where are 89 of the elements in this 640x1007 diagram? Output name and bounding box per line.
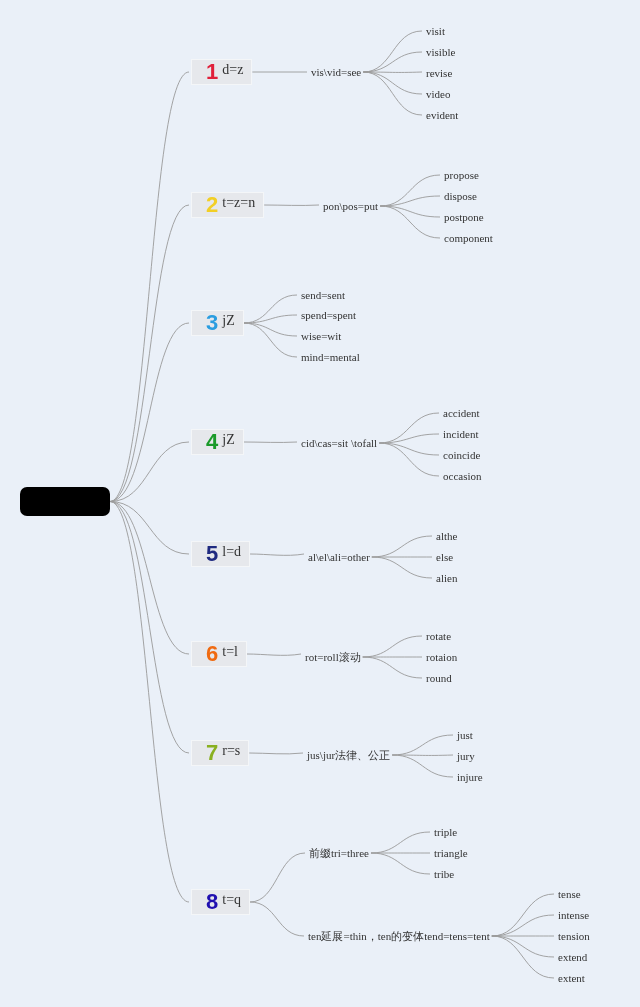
branch-label: t=l xyxy=(222,644,238,660)
word-label: visible xyxy=(424,44,458,60)
connector-line xyxy=(391,754,454,778)
connector-line xyxy=(248,752,304,755)
word-label: extend xyxy=(556,949,590,965)
word-label: video xyxy=(424,86,453,102)
root-box xyxy=(20,487,110,516)
branch-box xyxy=(191,429,244,455)
connector-line xyxy=(249,553,305,556)
connector-line xyxy=(379,205,441,239)
word-label: rotaion xyxy=(424,649,460,665)
word-label: propose xyxy=(442,167,481,183)
topic-label: rot=roll滚动 xyxy=(303,649,363,665)
word-label: postpone xyxy=(442,209,486,225)
branch-label: l=d xyxy=(222,544,242,560)
connector-line xyxy=(362,656,423,679)
connector-line xyxy=(109,501,190,903)
connector-line xyxy=(491,935,555,958)
topic-label: vis\vid=see xyxy=(309,64,364,80)
connector-line xyxy=(362,71,423,116)
word-label: visit xyxy=(424,23,447,39)
branch-number: 3 xyxy=(206,312,219,334)
word-label: triangle xyxy=(432,845,470,861)
branch-number: 4 xyxy=(206,431,219,453)
word-label: tribe xyxy=(432,866,457,882)
word-label: mind=mental xyxy=(299,349,362,365)
word-label: althe xyxy=(434,528,460,544)
word-label: triple xyxy=(432,824,460,840)
word-label: tense xyxy=(556,886,583,902)
word-label: round xyxy=(424,670,454,686)
connector-line xyxy=(263,204,320,206)
topic-label: 前缀tri=three xyxy=(307,845,371,861)
topic-label: cid\cas=sit \tofall xyxy=(299,435,380,451)
word-label: component xyxy=(442,230,495,246)
connector-line xyxy=(371,556,433,579)
branch-number: 2 xyxy=(206,194,219,216)
branch-label: d=z xyxy=(222,62,244,78)
connector-line xyxy=(243,322,298,337)
branch-box xyxy=(191,192,265,218)
branch-box xyxy=(191,59,253,85)
connector-line xyxy=(243,322,298,358)
word-label: else xyxy=(434,549,456,565)
word-label: intense xyxy=(556,907,592,923)
branch-number: 5 xyxy=(206,543,219,565)
connector-line xyxy=(491,935,555,979)
connector-line xyxy=(246,653,302,656)
connector-line xyxy=(251,71,308,73)
branch-box xyxy=(191,541,251,567)
word-label: dispose xyxy=(442,188,479,204)
word-label: occasion xyxy=(441,468,484,484)
topic-label: jus\jur法律、公正 xyxy=(305,747,393,763)
topic-label: ten延展=thin，ten的变体tend=tens=tent xyxy=(306,928,492,944)
topic-label: pon\pos=put xyxy=(321,198,381,214)
connector-line xyxy=(109,322,190,502)
word-label: revise xyxy=(424,65,455,81)
word-label: coincide xyxy=(441,447,483,463)
branch-number: 8 xyxy=(206,891,219,913)
connector-line xyxy=(243,441,298,443)
branch-number: 7 xyxy=(206,742,219,764)
word-label: spend=spent xyxy=(299,307,359,323)
word-label: accident xyxy=(441,405,482,421)
branch-box xyxy=(191,889,251,915)
word-label: rotate xyxy=(424,628,454,644)
word-label: incident xyxy=(441,426,481,442)
branch-box xyxy=(191,310,244,336)
word-label: extent xyxy=(556,970,587,986)
word-label: injure xyxy=(455,769,485,785)
word-label: send=sent xyxy=(299,287,348,303)
word-label: jury xyxy=(455,748,477,764)
branch-number: 1 xyxy=(206,61,219,83)
branch-label: jZ xyxy=(222,432,235,448)
branch-label: r=s xyxy=(222,743,241,759)
word-label: tension xyxy=(556,928,592,944)
branch-label: jZ xyxy=(222,313,235,329)
word-label: evident xyxy=(424,107,461,123)
branch-label: t=z=n xyxy=(222,195,256,211)
connector-line xyxy=(109,204,190,502)
branch-number: 6 xyxy=(206,643,219,665)
branch-label: t=q xyxy=(222,892,242,908)
connector-line xyxy=(378,442,440,477)
connector-line xyxy=(362,71,423,95)
branch-box xyxy=(191,740,250,766)
word-label: wise=wit xyxy=(299,328,344,344)
word-label: just xyxy=(455,727,475,743)
topic-label: al\el\ali=other xyxy=(306,549,372,565)
word-label: alien xyxy=(434,570,460,586)
connector-line xyxy=(370,852,431,875)
branch-box xyxy=(191,641,247,667)
connector-line xyxy=(249,901,305,937)
